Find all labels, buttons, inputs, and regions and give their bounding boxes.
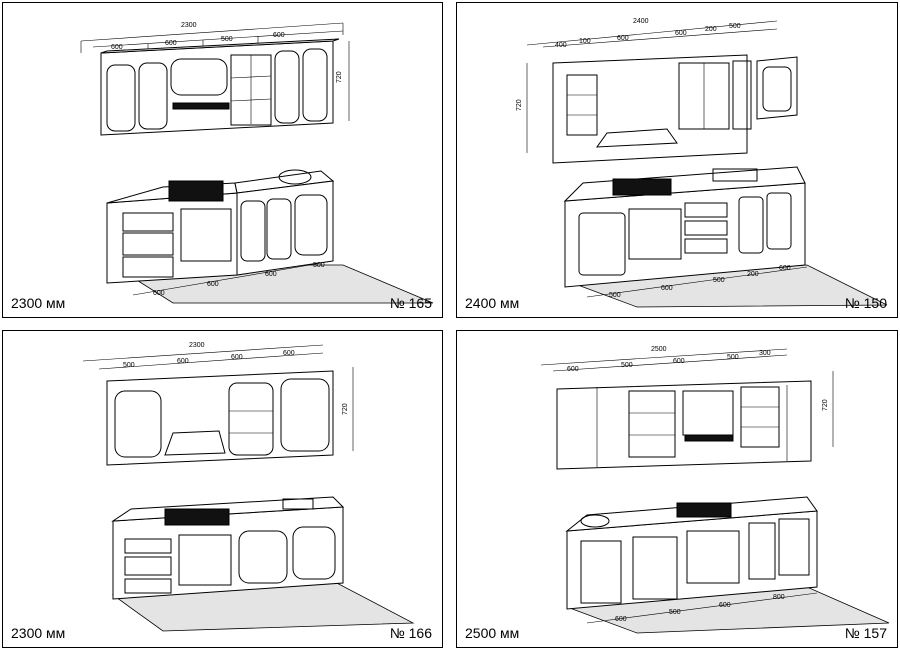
- dim-top-5: 300: [759, 350, 771, 357]
- sink: [580, 514, 610, 528]
- kitchen-drawing-150: 2400 400 100 600 600 200 500 720 500 600…: [516, 18, 888, 308]
- dim-bottom-3: 600: [719, 602, 731, 609]
- cooktop: [168, 180, 224, 202]
- sink: [712, 168, 758, 182]
- range-hood: [684, 434, 734, 442]
- oven: [686, 530, 740, 584]
- upper-cabinets: [556, 380, 812, 470]
- number-caption: № 166: [389, 625, 432, 641]
- dim-top-4: 600: [273, 32, 285, 39]
- dim-top-1: 600: [111, 44, 123, 51]
- upper-door: [106, 64, 136, 132]
- number-caption: № 165: [389, 295, 432, 311]
- dim-bottom-4: 800: [773, 594, 785, 601]
- dim-height: 720: [342, 403, 349, 415]
- dim-top-4: 600: [283, 350, 295, 357]
- dim-height: 720: [516, 99, 523, 111]
- dim-top-3: 600: [231, 354, 243, 361]
- dim-height: 720: [822, 399, 829, 411]
- upper-cabinets: [552, 54, 748, 164]
- open-shelf-unit: [566, 74, 598, 136]
- dim-top-1: 600: [567, 366, 579, 373]
- dim-top-3: 600: [673, 358, 685, 365]
- dim-total-top: 2300: [189, 342, 205, 349]
- dim-top-3: 500: [221, 36, 233, 43]
- dim-total-top: 2300: [181, 22, 197, 29]
- dim-top-2: 500: [621, 362, 633, 369]
- kitchen-panel-165: 2300 600 600 500 600 720 600 600: [2, 2, 443, 318]
- kitchen-panel-157: 2500 600 500 600 500 300 720 600 500 600…: [456, 330, 898, 648]
- upper-cabinets: [106, 370, 334, 466]
- cooktop: [612, 178, 672, 196]
- lower-cabinets: [106, 192, 238, 284]
- dim-bottom-3: 600: [265, 271, 277, 278]
- dim-top-6: 500: [729, 23, 741, 30]
- dim-top-2: 600: [177, 358, 189, 365]
- dim-total-top: 2400: [633, 18, 649, 25]
- dim-top-4: 500: [727, 354, 739, 361]
- dim-bottom-1: 600: [615, 616, 627, 623]
- cooktop: [676, 502, 732, 518]
- open-shelf-unit: [628, 390, 676, 458]
- dim-bottom-4: 500: [313, 262, 325, 269]
- dim-bottom-1: 500: [609, 292, 621, 299]
- dim-top-4: 600: [675, 30, 687, 37]
- kitchen-drawing-166: 2300 500 600 600 600 720: [82, 342, 415, 632]
- dim-top-2: 100: [579, 38, 591, 45]
- dim-top-1: 400: [555, 42, 567, 49]
- size-caption: 2400 мм: [465, 295, 520, 311]
- dim-bottom-2: 500: [669, 609, 681, 616]
- dim-bottom-1: 600: [153, 290, 165, 297]
- kitchen-drawing-165: 2300 600 600 500 600 720 600 600: [80, 22, 434, 304]
- kitchen-panel-166: 2300 500 600 600 600 720 2300 мм № 166: [2, 330, 443, 648]
- size-caption: 2300 мм: [11, 625, 66, 641]
- dim-top-5: 200: [705, 26, 717, 33]
- sink: [282, 498, 314, 510]
- range-hood: [595, 128, 678, 148]
- dim-bottom-5: 600: [779, 265, 791, 272]
- size-caption: 2500 мм: [465, 625, 520, 641]
- dim-top-1: 500: [123, 362, 135, 369]
- dim-bottom-3: 500: [713, 277, 725, 284]
- kitchen-panel-150: 2400 400 100 600 600 200 500 720 500 600…: [456, 2, 898, 318]
- dim-bottom-2: 600: [207, 281, 219, 288]
- sink: [278, 169, 312, 185]
- dim-total-top: 2500: [651, 346, 667, 353]
- cooktop: [164, 508, 230, 526]
- oven: [628, 208, 682, 260]
- range-hood: [164, 430, 226, 456]
- dim-height: 720: [336, 71, 343, 83]
- dim-bottom-4: 200: [747, 271, 759, 278]
- dim-top-2: 600: [165, 40, 177, 47]
- number-caption: № 157: [844, 625, 887, 641]
- kitchen-drawing-157: 2500 600 500 600 500 300 720 600 500 600…: [540, 346, 890, 634]
- dim-top-3: 600: [617, 35, 629, 42]
- dim-bottom-2: 600: [661, 285, 673, 292]
- oven: [178, 534, 232, 586]
- number-caption: № 150: [844, 295, 887, 311]
- size-caption: 2300 мм: [11, 295, 66, 311]
- oven: [180, 208, 232, 262]
